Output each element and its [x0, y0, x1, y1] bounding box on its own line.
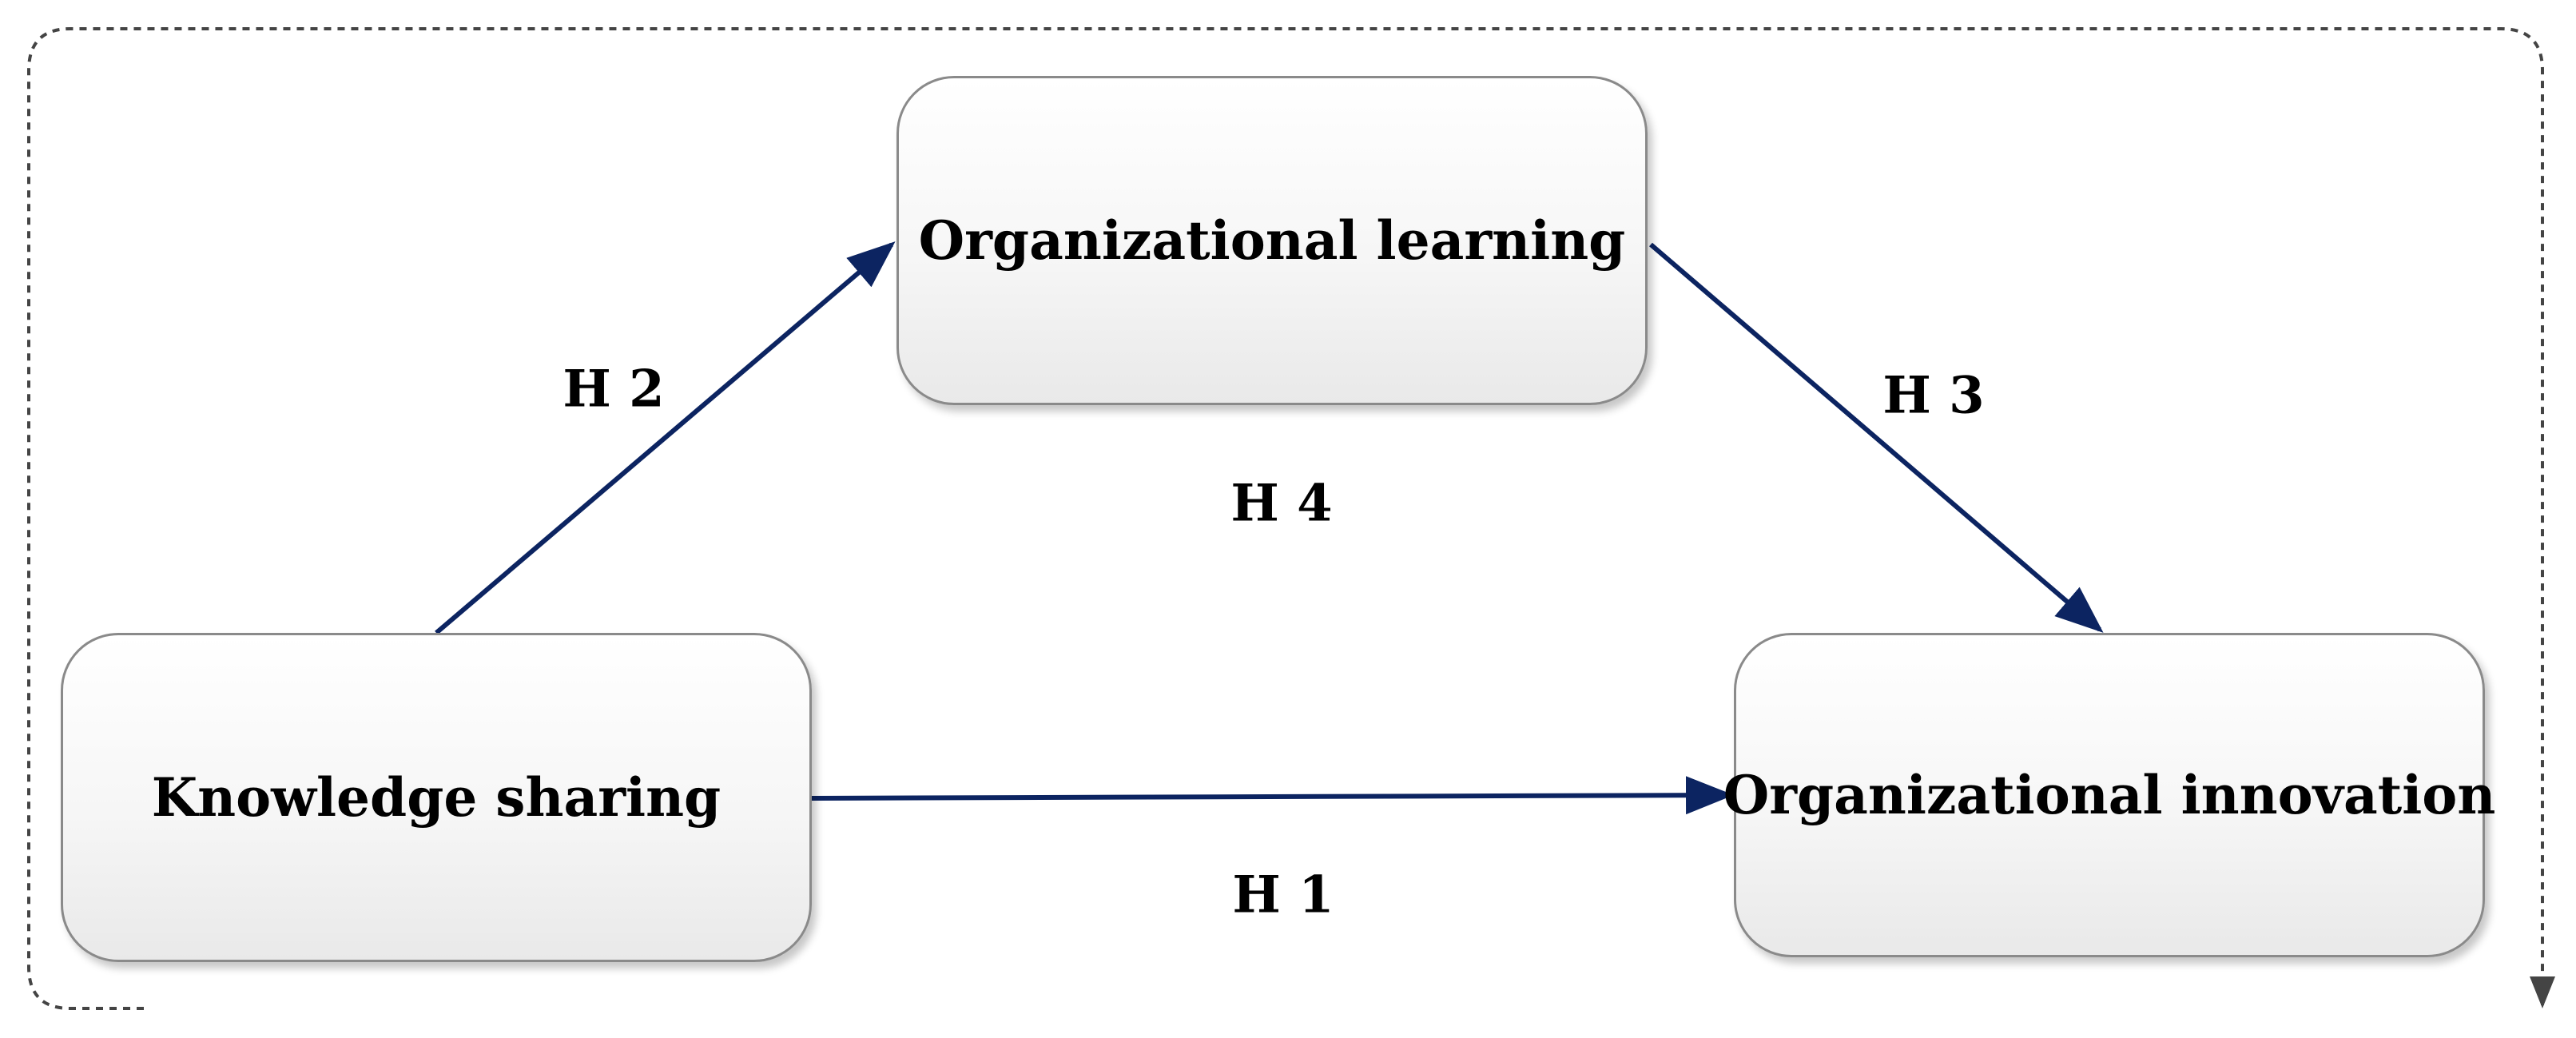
organizational-learning-label: Organizational learning	[918, 209, 1626, 272]
organizational-innovation-label: Organizational innovation	[1723, 764, 2496, 826]
h1-arrow	[811, 776, 1734, 815]
organizational-learning-node: Organizational learning	[896, 76, 1648, 405]
organizational-innovation-node: Organizational innovation	[1723, 633, 2495, 957]
h2-arrow	[435, 241, 896, 635]
h2-label: H 2	[563, 359, 665, 420]
h4-label: H 4	[1230, 473, 1333, 534]
knowledge-sharing-label: Knowledge sharing	[151, 766, 722, 829]
h3-arrow	[1649, 242, 2104, 633]
h1-label: H 1	[1232, 865, 1334, 925]
knowledge-sharing-node: Knowledge sharing	[61, 633, 812, 962]
h3-label: H 3	[1882, 365, 1985, 426]
